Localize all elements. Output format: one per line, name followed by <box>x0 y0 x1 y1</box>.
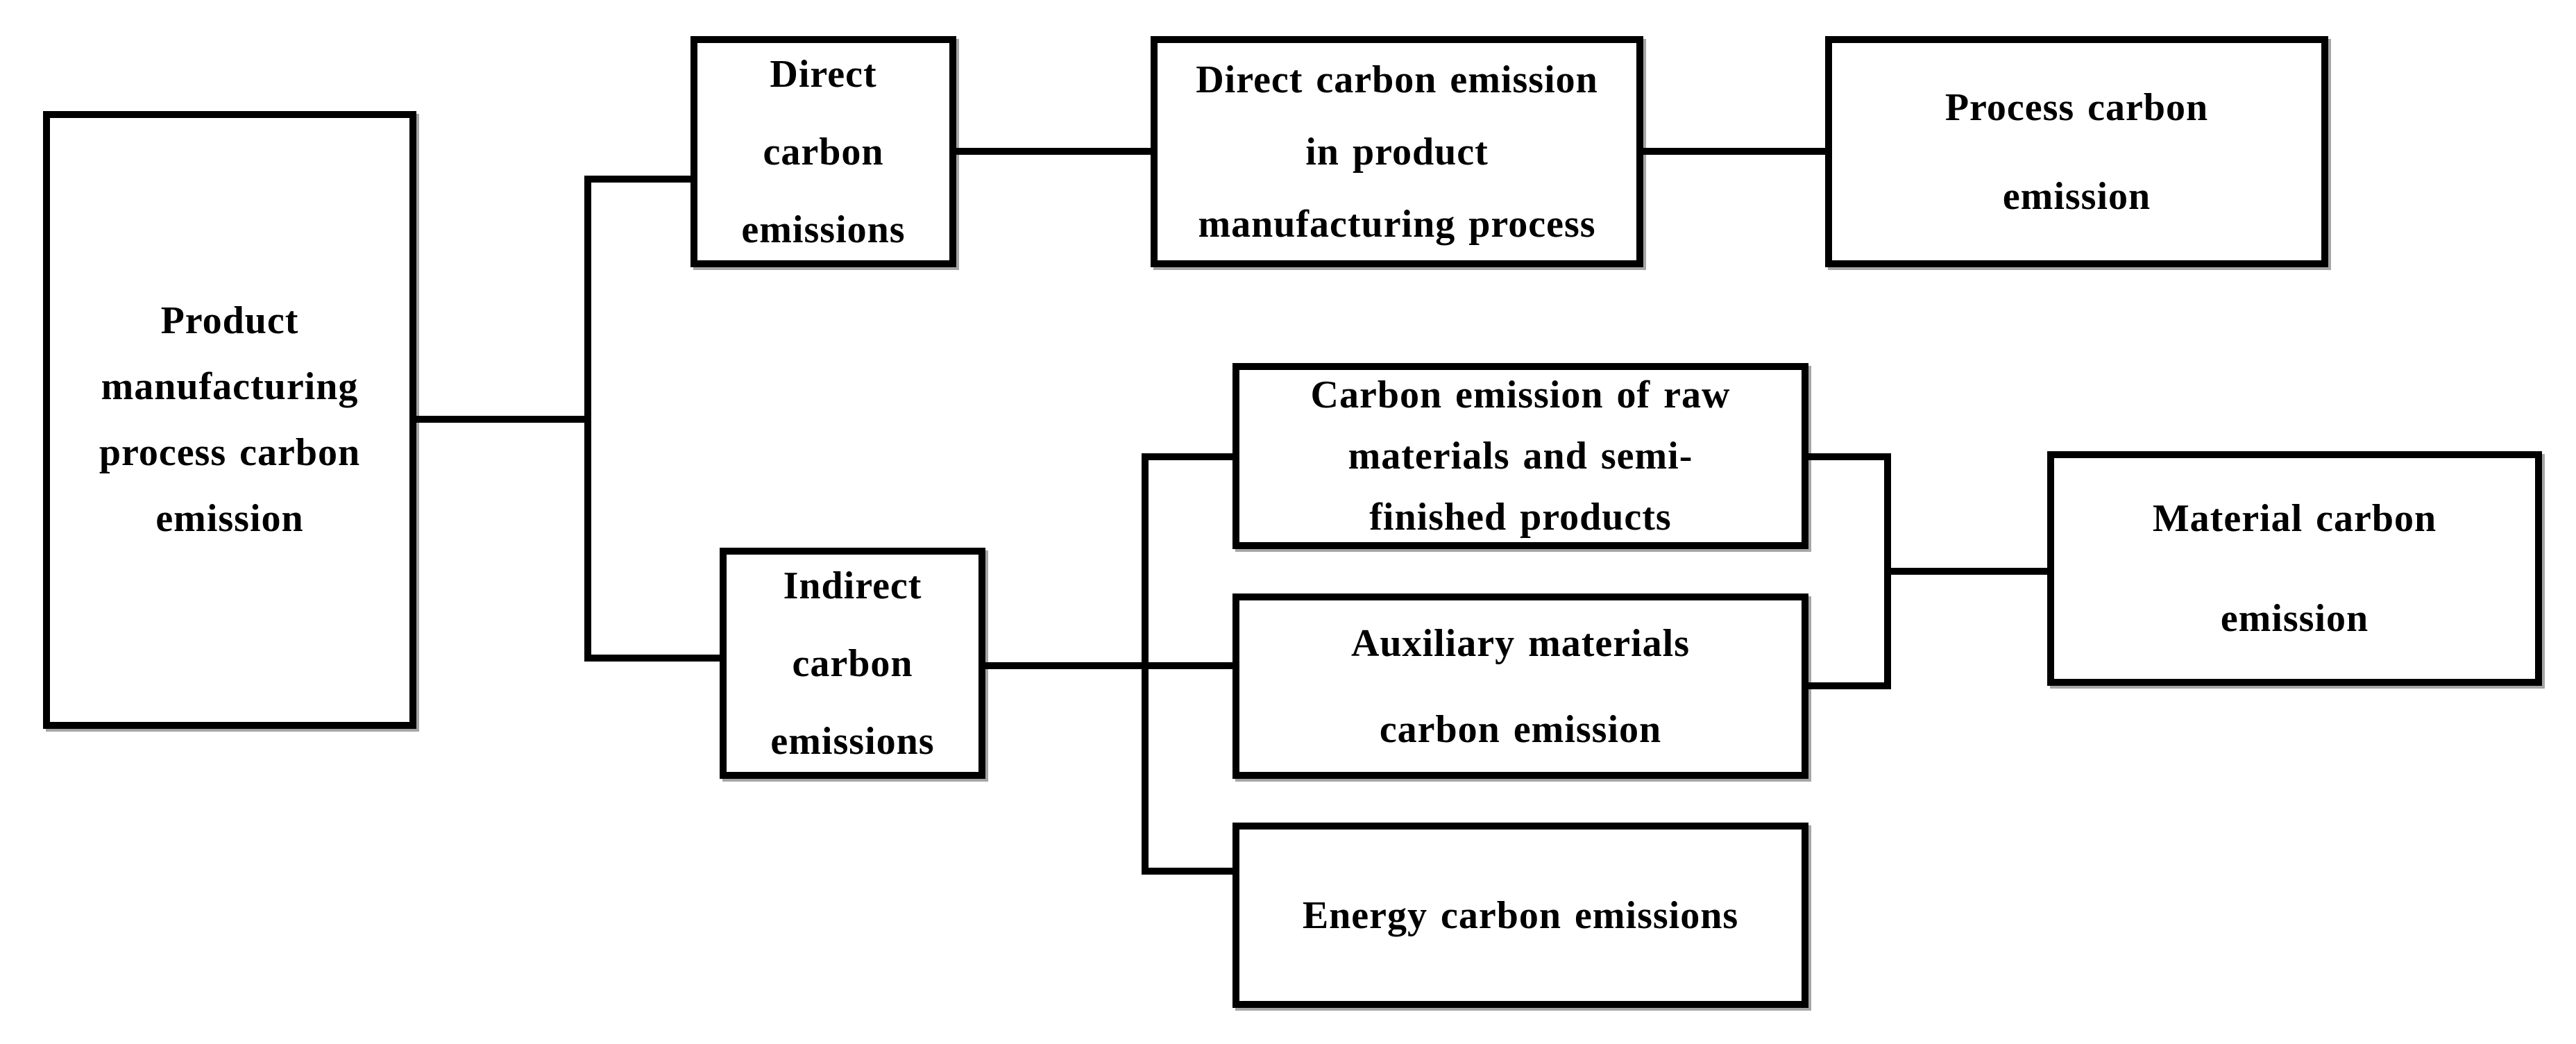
node-energy-carbon-emissions-label: Energy carbon emissions <box>1302 893 1739 937</box>
node-direct-emission-in-manufacturing-label: Direct carbon emission in product manufa… <box>1196 58 1598 246</box>
node-raw-semifinished-carbon-emission: Carbon emission of raw materials and sem… <box>1232 363 1808 549</box>
node-energy-carbon-emissions: Energy carbon emissions <box>1232 823 1808 1008</box>
node-auxiliary-materials-carbon-emission: Auxiliary materials carbon emission <box>1232 593 1808 779</box>
node-process-carbon-emission-label: Process carbon emission <box>1944 85 2209 218</box>
node-direct-carbon-emissions: Direct carbon emissions <box>690 36 956 267</box>
node-indirect-carbon-emissions-label: Indirect carbon emissions <box>770 564 935 763</box>
edge-raw-energy-trunk <box>1142 453 1232 875</box>
node-indirect-carbon-emissions: Indirect carbon emissions <box>720 548 985 779</box>
node-direct-carbon-emissions-label: Direct carbon emissions <box>741 52 906 251</box>
node-raw-semifinished-carbon-emission-label: Carbon emission of raw materials and sem… <box>1310 373 1731 539</box>
node-direct-emission-in-manufacturing: Direct carbon emission in product manufa… <box>1151 36 1643 267</box>
node-auxiliary-materials-carbon-emission-label: Auxiliary materials carbon emission <box>1350 621 1690 751</box>
node-material-carbon-emission-label: Material carbon emission <box>2152 497 2437 640</box>
node-product-manufacturing-carbon-label: Product manufacturing process carbon emi… <box>99 299 361 540</box>
node-material-carbon-emission: Material carbon emission <box>2047 451 2542 686</box>
edge-direct-indirect-trunk <box>584 176 720 662</box>
edge-raw-auxiliary-trunk <box>1808 453 1891 689</box>
node-product-manufacturing-carbon: Product manufacturing process carbon emi… <box>43 111 416 729</box>
node-process-carbon-emission: Process carbon emission <box>1825 36 2328 267</box>
